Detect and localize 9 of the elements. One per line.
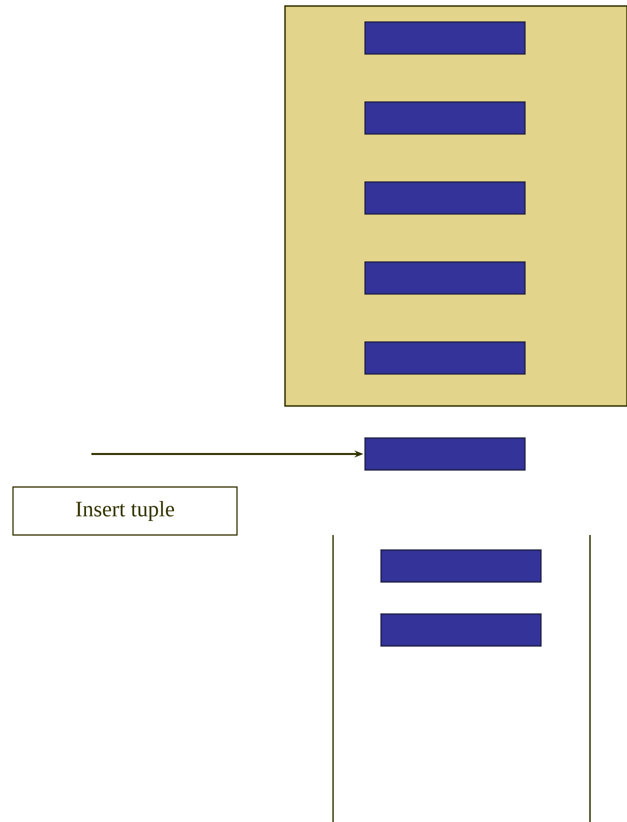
tuple-bar (364, 341, 526, 375)
tuple-bar (364, 21, 526, 55)
label-box: Insert tuple (12, 486, 238, 536)
tuple-bar (364, 437, 526, 471)
tuple-bar (364, 101, 526, 135)
tuple-bar (364, 261, 526, 295)
tuple-bar (380, 613, 542, 647)
tuple-bar (364, 181, 526, 215)
tuple-bar (380, 549, 542, 583)
